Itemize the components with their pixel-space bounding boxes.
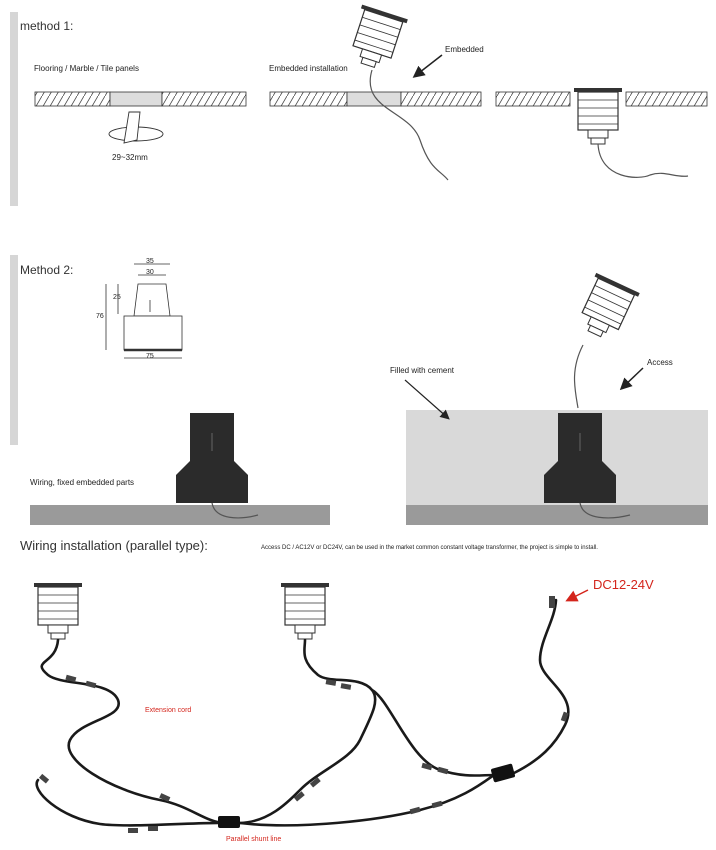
extension-cord-label: Extension cord — [145, 707, 192, 714]
ground-slab-right — [406, 505, 708, 525]
wiring-cables — [35, 598, 570, 827]
dim-25-label: 25 — [113, 294, 121, 301]
cable-2 — [597, 143, 689, 178]
dim-35-label: 35 — [146, 258, 154, 265]
cement-arrow — [404, 379, 450, 420]
access-label: Access — [647, 358, 673, 367]
parallel-shunt-label: Parallel shunt line — [226, 836, 282, 843]
dc-voltage-label: DC12-24V — [593, 577, 654, 592]
fixture-tilted-2 — [571, 272, 641, 345]
method2-title: Method 2: — [20, 263, 74, 277]
floor-slab-3 — [495, 91, 708, 107]
method1-side-bar — [10, 12, 18, 206]
method1-title: method 1: — [20, 19, 74, 33]
floor-slab-2 — [269, 91, 482, 107]
filled-with-cement-label: Filled with cement — [390, 366, 455, 375]
embedded-installation-label: Embedded installation — [269, 64, 348, 73]
fixture-wiring-1 — [33, 582, 83, 640]
floor-slab-1 — [34, 91, 247, 107]
wiring-fixed-label: Wiring, fixed embedded parts — [30, 478, 135, 487]
drill-hole-icon — [108, 111, 164, 144]
cable-connectors — [39, 596, 569, 833]
fixture-tilted-1 — [344, 3, 409, 74]
dim-75-label: 75 — [146, 353, 154, 360]
cable-3 — [573, 344, 584, 409]
fixture-wiring-2 — [280, 582, 330, 640]
embedded-part-left — [175, 412, 249, 504]
wiring-title: Wiring installation (parallel type): — [20, 538, 208, 553]
flooring-label: Flooring / Marble / Tile panels — [34, 64, 139, 73]
dim-76-label: 76 — [96, 313, 104, 320]
fixture-installed — [573, 87, 623, 145]
dim-30-label: 30 — [146, 269, 154, 276]
ground-slab-left — [30, 505, 330, 525]
dimension-drawing — [105, 263, 183, 359]
parallel-shunt-box-1 — [218, 816, 240, 828]
embedded-arrow — [412, 54, 443, 78]
dc-arrow — [565, 589, 589, 602]
cable-1 — [369, 69, 449, 181]
method2-side-bar — [10, 255, 18, 445]
access-arrow — [619, 367, 644, 391]
wiring-note: Access DC / AC12V or DC24V, can be used … — [261, 545, 598, 551]
embedded-label: Embedded — [445, 45, 484, 54]
hole-size-label: 29~32mm — [112, 153, 148, 162]
parallel-shunt-box-2 — [491, 763, 515, 783]
